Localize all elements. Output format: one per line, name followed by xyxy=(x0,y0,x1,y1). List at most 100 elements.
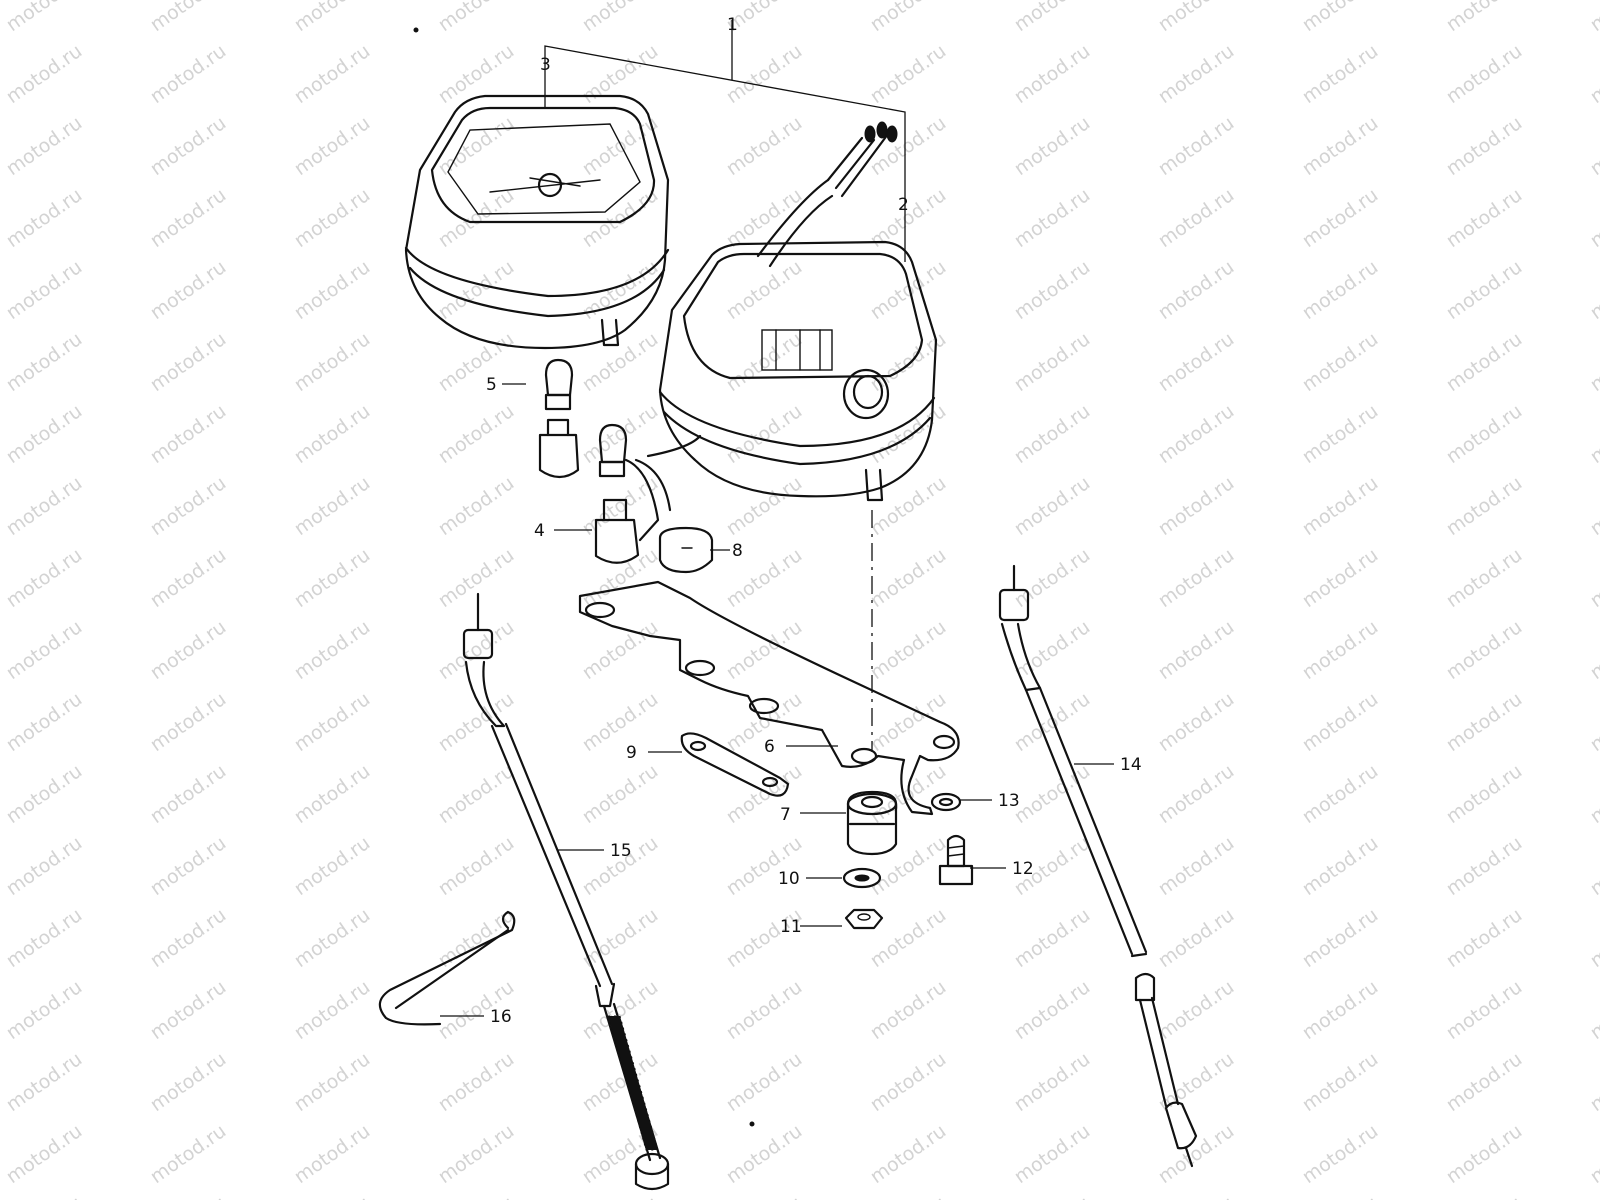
watermark-text: motod.ru xyxy=(1154,0,1238,36)
watermark-text: motod.ru xyxy=(1442,976,1526,1044)
watermark-text: motod.ru xyxy=(290,40,374,108)
watermark-text: motod.ru xyxy=(290,544,374,612)
watermark-text: motod.ru xyxy=(1154,400,1238,468)
watermark-text: motod.ru xyxy=(722,832,806,900)
watermark-text: motod.ru xyxy=(722,112,806,180)
callout-8: 8 xyxy=(732,541,743,561)
watermark-text: motod.ru xyxy=(146,1120,230,1188)
callout-14: 14 xyxy=(1120,755,1142,775)
watermark-text: motod.ru xyxy=(290,1120,374,1188)
watermark-text: motod.ru xyxy=(1010,112,1094,180)
watermark-text: motod.ru xyxy=(1586,904,1600,972)
watermark-text: motod.ru xyxy=(1010,40,1094,108)
watermark-text: motod.ru xyxy=(434,1120,518,1188)
watermark-text: motod.ru xyxy=(2,0,86,36)
watermark-text: motod.ru xyxy=(290,0,374,36)
watermark-text: motod.ru xyxy=(1154,688,1238,756)
watermark-text: motod.ru xyxy=(1586,40,1600,108)
watermark-text: motod.ru xyxy=(578,184,662,252)
watermark-text: motod.ru xyxy=(290,1048,374,1116)
watermark-text: motod.ru xyxy=(1010,544,1094,612)
watermark-text: motod.ru xyxy=(1154,544,1238,612)
watermark-text: motod.ru xyxy=(1298,760,1382,828)
callout-10: 10 xyxy=(778,869,800,889)
watermark-text: motod.ru xyxy=(1010,256,1094,324)
washer-13 xyxy=(930,792,962,812)
watermark-text: motod.ru xyxy=(434,472,518,540)
watermark-text: motod.ru xyxy=(1298,112,1382,180)
watermark-text: motod.ru xyxy=(1442,328,1526,396)
watermark-text: motod.ru xyxy=(290,256,374,324)
watermark-text: motod.ru xyxy=(866,256,950,324)
watermark-text: motod.ru xyxy=(1298,1120,1382,1188)
watermark-text: motod.ru xyxy=(866,472,950,540)
watermark-text: motod.ru xyxy=(1586,616,1600,684)
watermark-text: motod.ru xyxy=(1010,1048,1094,1116)
watermark-text: motod.ru xyxy=(2,616,86,684)
watermark-text: motod.ru xyxy=(146,328,230,396)
wire-harness-socket xyxy=(594,434,702,564)
watermark-text: motod.ru xyxy=(1010,1120,1094,1188)
watermark-text: motod.ru xyxy=(1442,1048,1526,1116)
watermark-text: motod.ru xyxy=(1586,688,1600,756)
callout-9: 9 xyxy=(626,743,637,763)
watermark-text: motod.ru xyxy=(1154,616,1238,684)
watermark-text: motod.ru xyxy=(1586,184,1600,252)
watermark-text: motod.ru xyxy=(434,544,518,612)
watermark-text: motod.ru xyxy=(1442,1120,1526,1188)
callout-11: 11 xyxy=(780,917,802,937)
watermark-text: motod.ru xyxy=(290,328,374,396)
watermark-text: motod.ru xyxy=(146,112,230,180)
watermark-text: motod.ru xyxy=(866,400,950,468)
watermark-text: motod.ru xyxy=(2,256,86,324)
watermark-text: motod.ru xyxy=(722,1048,806,1116)
watermark-text: motod.ru xyxy=(1442,904,1526,972)
watermark-text: motod.ru xyxy=(1298,976,1382,1044)
watermark-text: motod.ru xyxy=(1586,472,1600,540)
watermark-text: motod.ru xyxy=(2,832,86,900)
watermark-text: motod.ru xyxy=(434,400,518,468)
watermark-text: motod.ru xyxy=(866,976,950,1044)
watermark-text: motod.ru xyxy=(290,616,374,684)
bolt xyxy=(938,834,974,886)
watermark-text: motod.ru xyxy=(1586,976,1600,1044)
watermark-text: motod.ru xyxy=(290,904,374,972)
watermark-text: motod.ru xyxy=(146,0,230,36)
callout-13: 13 xyxy=(998,791,1020,811)
watermark-text: motod.ru xyxy=(146,904,230,972)
watermark-text: motod.ru xyxy=(722,616,806,684)
watermark-text: motod.ru xyxy=(2,1120,86,1188)
watermark-text: motod.ru xyxy=(1298,328,1382,396)
watermark-text: motod.ru xyxy=(290,184,374,252)
watermark-text: motod.ru xyxy=(722,1120,806,1188)
callout-12: 12 xyxy=(1012,859,1034,879)
watermark-text: motod.ru xyxy=(146,472,230,540)
watermark-text: motod.ru xyxy=(1010,904,1094,972)
watermark-text: motod.ru xyxy=(722,256,806,324)
watermark-text: motod.ru xyxy=(1298,1192,1382,1200)
watermark-text: motod.ru xyxy=(2,760,86,828)
watermark-text: motod.ru xyxy=(1154,1192,1238,1200)
watermark-text: motod.ru xyxy=(1586,112,1600,180)
watermark-text: motod.ru xyxy=(2,328,86,396)
watermark-text: motod.ru xyxy=(146,256,230,324)
watermark-text: motod.ru xyxy=(2,112,86,180)
watermark-text: motod.ru xyxy=(1586,760,1600,828)
callout-5: 5 xyxy=(486,375,497,395)
watermark-text: motod.ru xyxy=(1298,256,1382,324)
watermark-text: motod.ru xyxy=(146,832,230,900)
watermark-text: motod.ru xyxy=(1442,400,1526,468)
watermark-text: motod.ru xyxy=(722,472,806,540)
watermark-text: motod.ru xyxy=(1586,256,1600,324)
watermark-text: motod.ru xyxy=(1442,112,1526,180)
watermark-text: motod.ru xyxy=(1298,184,1382,252)
watermark-text: motod.ru xyxy=(146,616,230,684)
watermark-text: motod.ru xyxy=(1442,0,1526,36)
watermark-text: motod.ru xyxy=(866,832,950,900)
watermark-text: motod.ru xyxy=(290,472,374,540)
watermark-text: motod.ru xyxy=(1010,688,1094,756)
watermark-text: motod.ru xyxy=(2,40,86,108)
watermark-text: motod.ru xyxy=(434,760,518,828)
watermark-text: motod.ru xyxy=(146,760,230,828)
